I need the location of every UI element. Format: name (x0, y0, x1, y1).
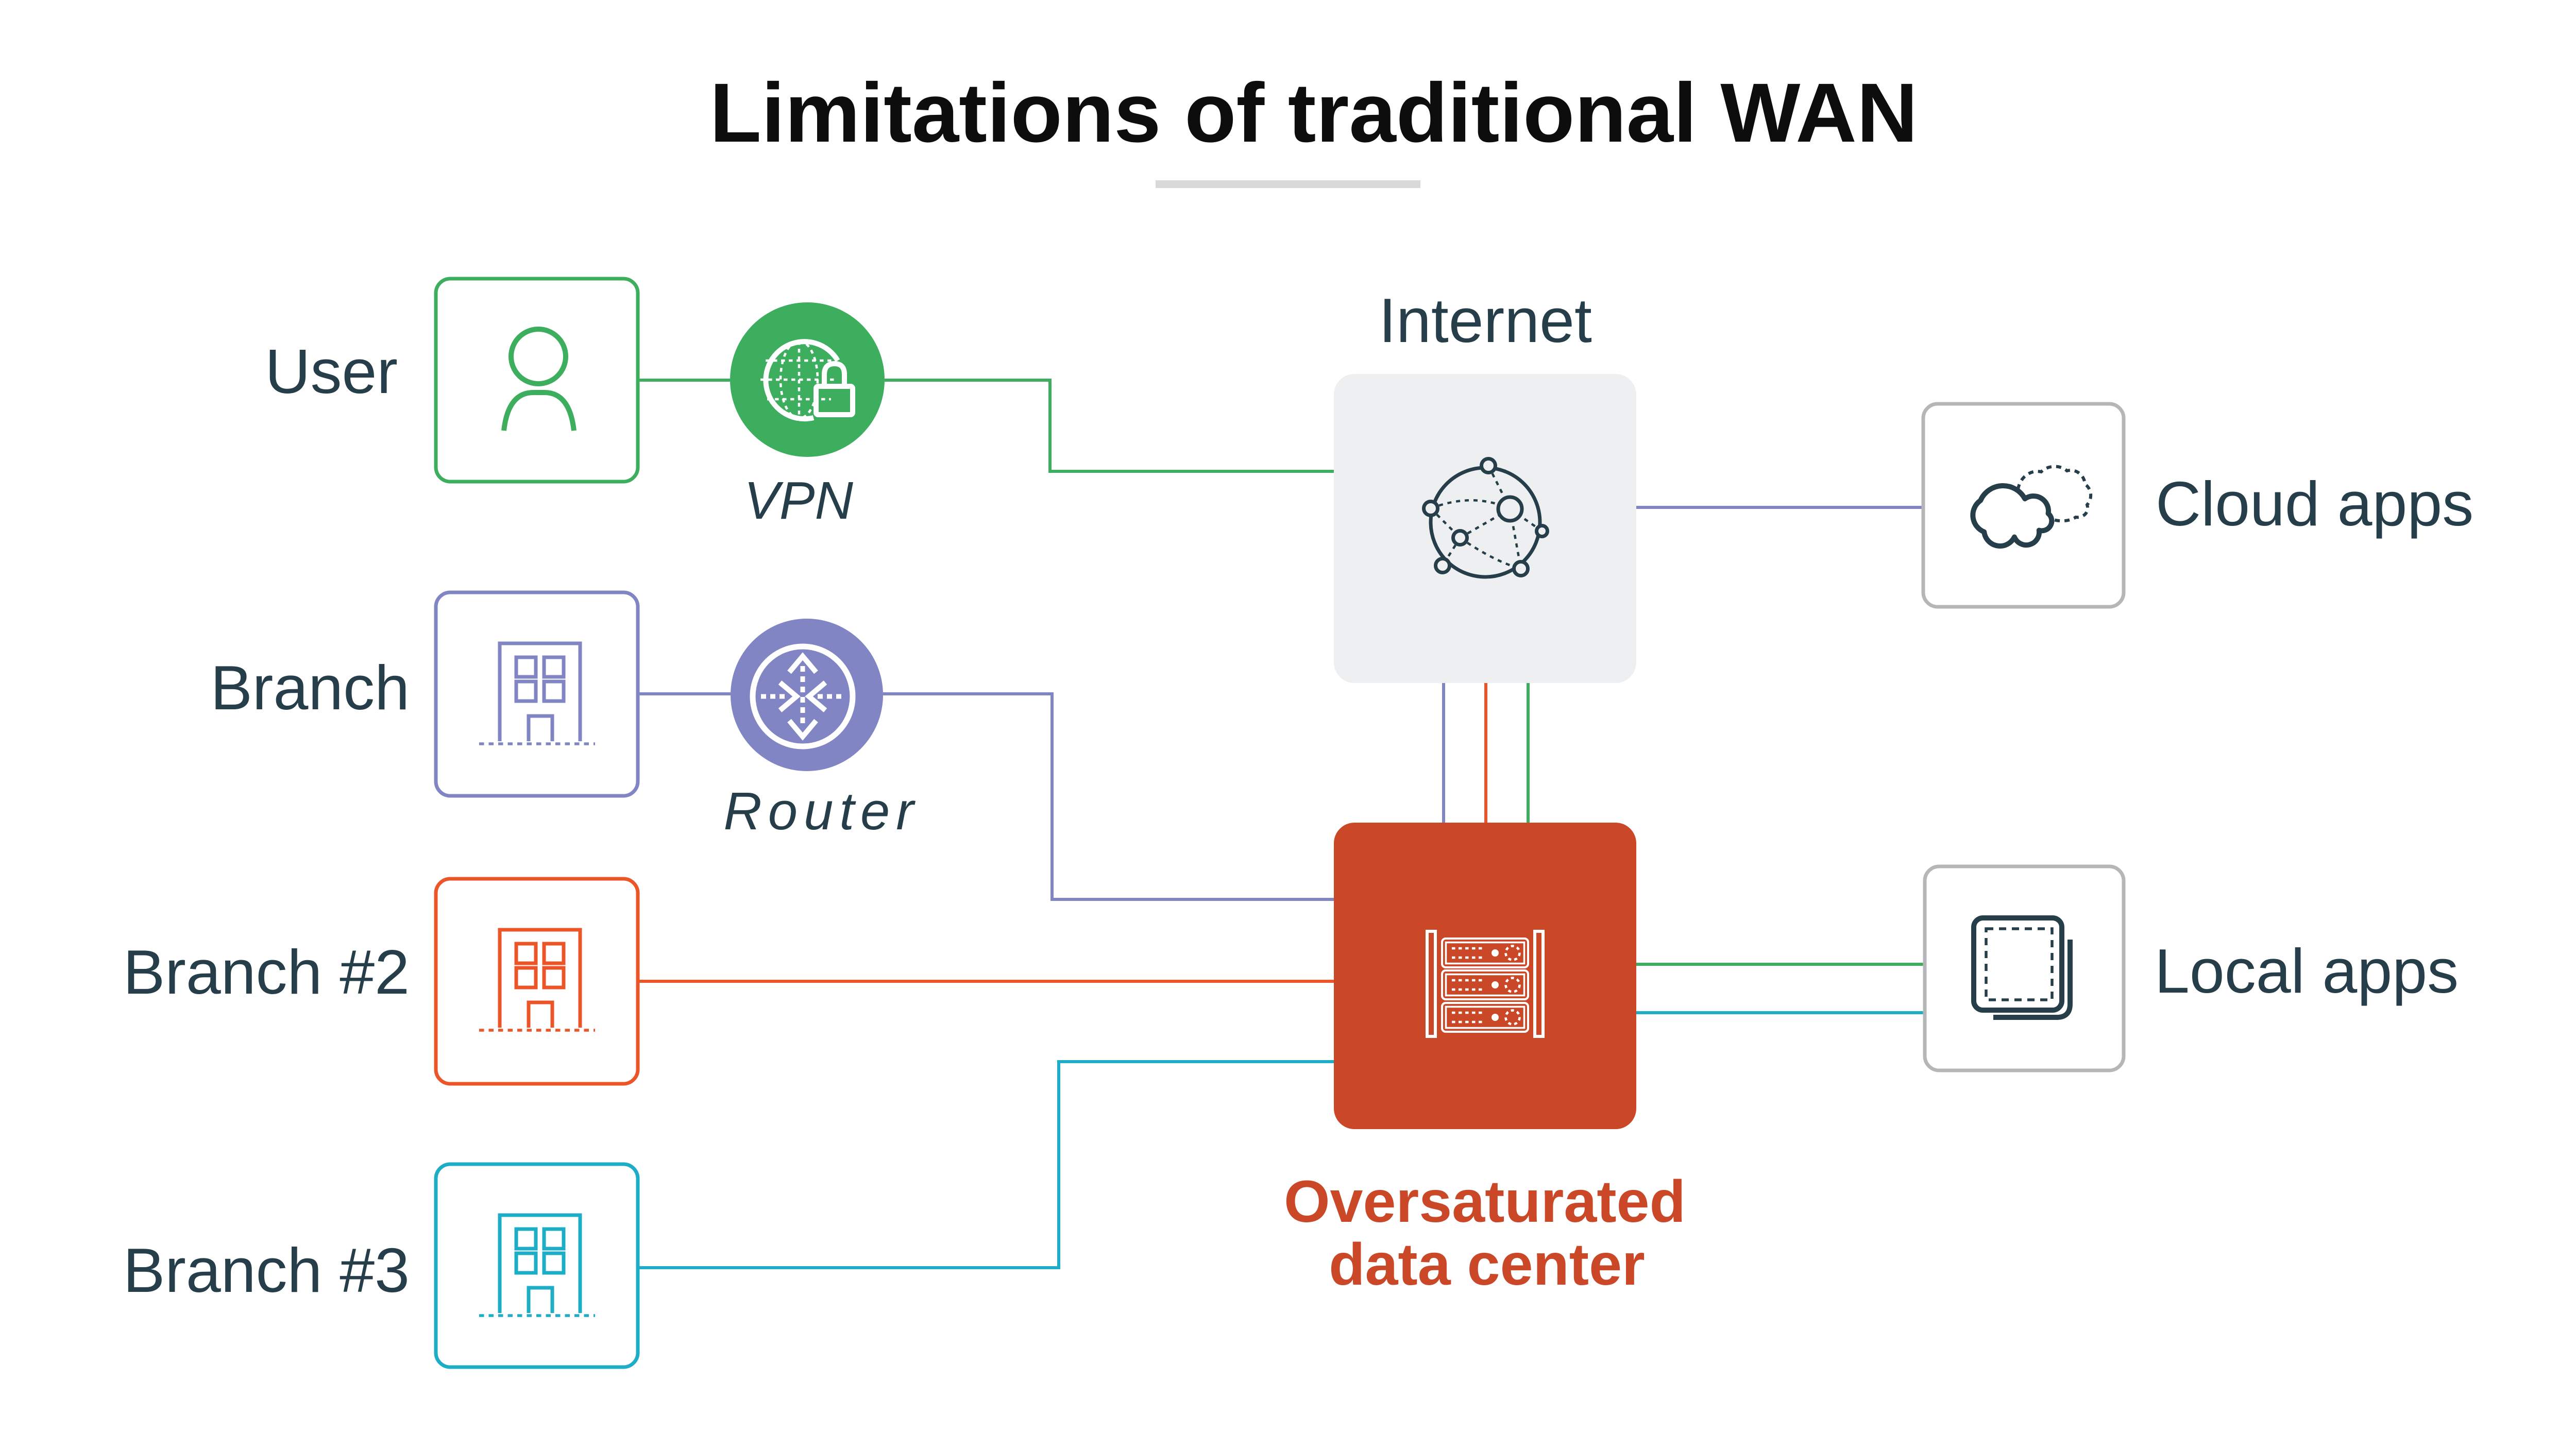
svg-text:VPN: VPN (744, 471, 853, 530)
svg-text:User: User (265, 336, 398, 406)
svg-text:Internet: Internet (1379, 285, 1592, 355)
svg-text:Cloud apps: Cloud apps (2156, 469, 2473, 539)
svg-text:Router: Router (723, 781, 920, 841)
svg-text:Limitations of traditional WAN: Limitations of traditional WAN (710, 65, 1918, 160)
svg-text:Branch: Branch (210, 653, 410, 723)
svg-text:data center: data center (1329, 1232, 1645, 1298)
svg-text:Local apps: Local apps (2155, 936, 2459, 1006)
svg-text:Branch #2: Branch #2 (123, 937, 410, 1007)
svg-text:Oversaturated: Oversaturated (1284, 1169, 1686, 1235)
svg-text:Branch #3: Branch #3 (123, 1235, 410, 1305)
